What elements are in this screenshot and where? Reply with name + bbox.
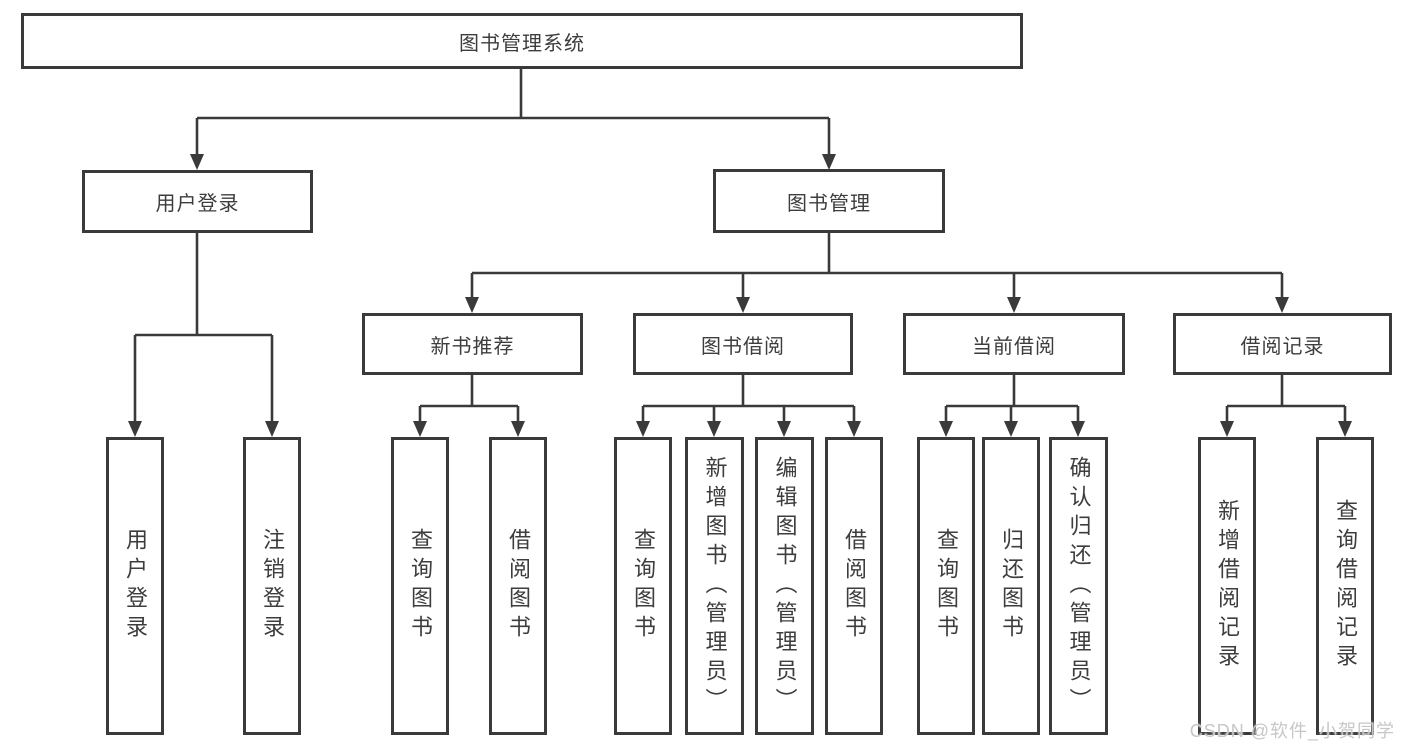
leaf-query-books-3: 查询图书 <box>917 437 975 735</box>
connector-book-mgmt-to-level3 <box>470 233 1284 298</box>
leaf-borrow-books-1: 借阅图书 <box>489 437 547 735</box>
leaf-add-borrow-record: 新增借阅记录 <box>1198 437 1256 735</box>
leaf-query-borrow-record: 查询借阅记录 <box>1316 437 1374 735</box>
node-borrowing-records: 借阅记录 <box>1173 313 1392 375</box>
connector-user-login-to-leaves <box>133 233 274 422</box>
node-user-login: 用户登录 <box>82 170 313 233</box>
leaf-logout: 注销登录 <box>243 437 301 735</box>
leaf-query-books-1: 查询图书 <box>391 437 449 735</box>
arrowheads <box>128 154 1352 437</box>
connector-book-borrow-to-leaves <box>641 375 856 422</box>
leaf-user-login: 用户登录 <box>106 437 164 735</box>
leaf-query-books-2: 查询图书 <box>614 437 672 735</box>
node-book-borrowing: 图书借阅 <box>633 313 853 375</box>
connector-current-borrow-to-leaves <box>944 375 1080 422</box>
node-root-system: 图书管理系统 <box>21 13 1023 69</box>
leaf-borrow-books-2: 借阅图书 <box>825 437 883 735</box>
node-new-book-recommendation: 新书推荐 <box>362 313 583 375</box>
node-book-management: 图书管理 <box>713 169 945 233</box>
watermark-text: CSDN @软件_小贺同学 <box>1189 721 1395 741</box>
leaf-edit-books-admin: 编辑图书（管理员） <box>755 437 814 735</box>
connector-borrow-record-to-leaves <box>1225 375 1347 422</box>
connector-root-to-level2 <box>195 69 831 155</box>
leaf-return-books: 归还图书 <box>982 437 1040 735</box>
leaf-add-books-admin: 新增图书（管理员） <box>685 437 744 735</box>
node-current-borrowing: 当前借阅 <box>903 313 1125 375</box>
leaf-confirm-return-admin: 确认归还（管理员） <box>1049 437 1108 735</box>
connector-new-book-to-leaves <box>418 375 520 422</box>
